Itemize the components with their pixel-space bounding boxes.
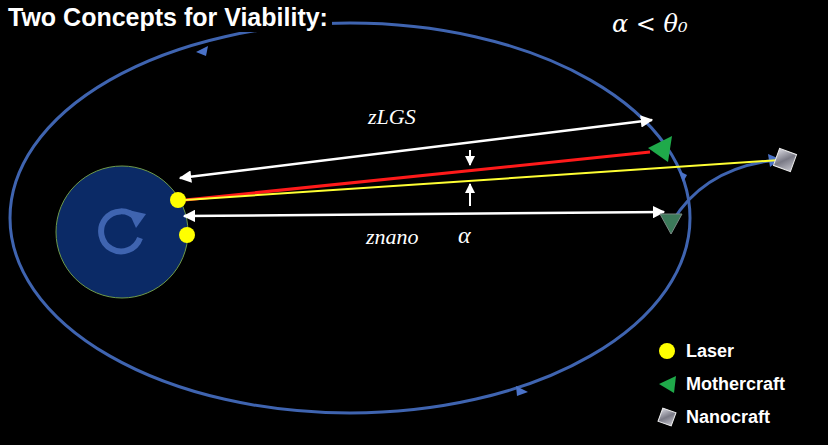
mothercraft [648,136,672,162]
angle-arrow [469,184,471,206]
orbit-arrowhead [679,171,687,182]
legend-text: Nanocraft [686,407,770,428]
legend-row: Laser [656,340,734,362]
rotation-arrowhead [128,210,146,228]
orbit-ellipse [10,23,690,413]
legend-text: Mothercraft [686,374,785,395]
orbit-arrowhead [516,386,528,396]
legend-row: Mothercraft [656,373,785,395]
lgs-beam [185,152,650,200]
z-lgs-dimension [180,120,652,178]
escape-trajectory [672,160,776,222]
legend-text: Laser [686,341,734,362]
legend-sample [656,340,678,362]
title: Two Concepts for Viability: [8,3,332,32]
laser-dot [170,192,186,208]
distance-label: zLGS [368,104,416,130]
earth [56,166,188,298]
distance-label: znano [366,224,419,250]
legend-sample [656,373,678,395]
condition-formula: α < θ₀ [612,10,688,38]
legend-row: Nanocraft [656,406,770,428]
legend-sample [656,406,678,428]
z-nano-dimension [184,212,664,216]
angle-arrow [469,150,471,165]
orbit-arrowhead [196,46,208,56]
angle-label: α [458,222,471,249]
mothercraft-release [660,214,682,234]
nanocraft [773,148,796,171]
laser-dot [179,227,195,243]
